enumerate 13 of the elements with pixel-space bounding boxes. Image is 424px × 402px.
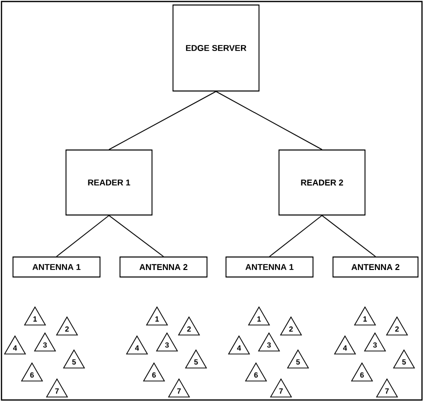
antenna-box: ANTENNA 1 (12, 256, 100, 278)
antenna-box: ANTENNA 2 (120, 256, 208, 278)
antenna-box: ANTENNA 1 (226, 256, 314, 278)
reader-box: READER 2 (278, 150, 366, 216)
connector-line (108, 91, 216, 150)
antenna-box: ANTENNA 2 (332, 256, 418, 278)
connector-line (216, 91, 322, 150)
reader-box: READER 1 (66, 150, 152, 216)
connector-line (56, 215, 110, 257)
connector-line (108, 215, 164, 257)
server-box: EDGE SERVER (172, 4, 260, 92)
connector-line (322, 215, 376, 257)
connector-line (269, 215, 322, 257)
